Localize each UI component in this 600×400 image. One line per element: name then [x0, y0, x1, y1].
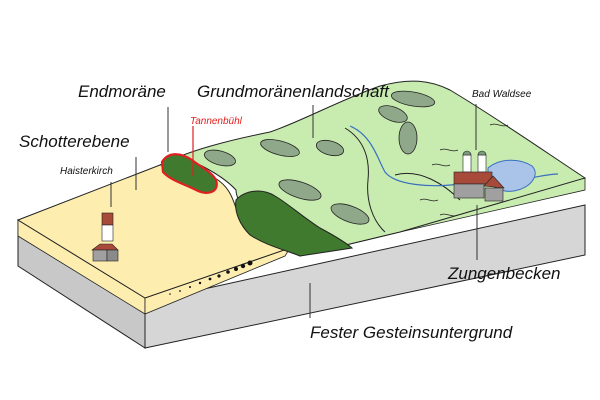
end-moraine-slope	[235, 190, 354, 257]
label-fester-gesteinsuntergrund: Fester Gesteinsuntergrund	[310, 323, 513, 342]
bedrock-right-face	[144, 204, 586, 349]
label-grundmoraenenlandschaft: Grundmoränenlandschaft	[197, 82, 390, 101]
drumlin	[390, 90, 436, 108]
drumlin	[398, 121, 418, 155]
drumlin	[278, 179, 322, 201]
label-zungenbecken: Zungenbecken	[447, 264, 560, 283]
label-endmoraene: Endmoräne	[78, 82, 166, 101]
drumlin	[378, 105, 408, 123]
haisterkirch-church	[91, 212, 119, 262]
label-bad-waldsee: Bad Waldsee	[472, 89, 532, 100]
drumlins	[204, 90, 436, 225]
bad-waldsee-abbey	[453, 150, 505, 202]
drumlin	[260, 139, 300, 157]
drumlin	[330, 203, 370, 225]
drumlin	[204, 149, 236, 167]
label-haisterkirch: Haisterkirch	[60, 166, 113, 177]
drumlin	[315, 139, 345, 157]
tannenbuehl-ridge	[160, 153, 218, 194]
basin-escarpment	[344, 127, 386, 233]
label-schotterebene: Schotterebene	[19, 132, 130, 151]
boulders	[169, 260, 253, 295]
label-tannenbuehl: Tannenbühl	[190, 116, 243, 127]
terrain-lines	[419, 123, 509, 217]
